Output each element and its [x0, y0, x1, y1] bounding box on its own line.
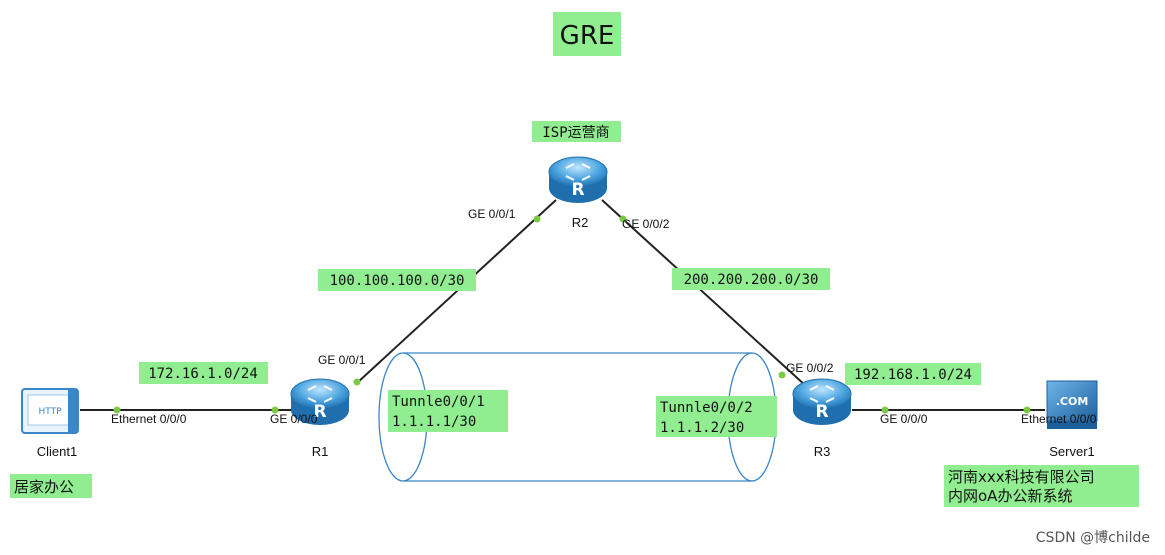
- router-icon: R: [548, 156, 608, 203]
- tunnel-left-iface: Tunnle0/0/1: [392, 394, 485, 410]
- router-r3[interactable]: R R3: [792, 378, 852, 459]
- port-label-r2-ge001: GE 0/0/1: [468, 207, 516, 221]
- router-r1[interactable]: R R1: [290, 378, 350, 459]
- port-dot-client: [113, 406, 121, 414]
- router-r2-name: R2: [572, 215, 589, 230]
- server-icon: .COM: [1046, 380, 1098, 429]
- client-name: Client1: [37, 444, 77, 459]
- router-icon: R: [290, 378, 350, 425]
- server-note-line1: 河南xxx科技有限公司: [948, 468, 1095, 486]
- label-server-note: 河南xxx科技有限公司 内网oA办公新系统: [944, 465, 1139, 507]
- port-label-r1-ge000: GE 0/0/0: [270, 412, 318, 426]
- port-dot-r2-ge001: [533, 215, 541, 223]
- router-r2[interactable]: R R2: [548, 156, 608, 230]
- label-isp: ISP运营商: [532, 121, 621, 142]
- label-client-note: 居家办公: [10, 474, 92, 498]
- port-label-r2-ge002: GE 0/0/2: [622, 217, 670, 231]
- port-dot-r2-ge002: [619, 215, 627, 223]
- router-icon: R: [792, 378, 852, 425]
- port-label-r3-ge000: GE 0/0/0: [880, 412, 928, 426]
- port-dot-r3-ge000: [881, 406, 889, 414]
- label-wan-right: 200.200.200.0/30: [672, 268, 830, 290]
- label-lan-left: 172.16.1.0/24: [139, 362, 268, 384]
- router-r1-name: R1: [312, 444, 329, 459]
- svg-text:居家办公: 居家办公: [14, 478, 74, 496]
- svg-text:200.200.200.0/30: 200.200.200.0/30: [684, 272, 819, 288]
- port-label-r1-ge001: GE 0/0/1: [318, 353, 366, 367]
- diagram-title: GRE: [560, 21, 615, 51]
- title-box: GRE: [553, 12, 621, 56]
- port-labels: Ethernet 0/0/0 GE 0/0/0 GE 0/0/1 GE 0/0/…: [111, 207, 1097, 426]
- port-label-r3-ge002: GE 0/0/2: [786, 361, 834, 375]
- port-label-client-eth: Ethernet 0/0/0: [111, 412, 187, 426]
- svg-text:HTTP: HTTP: [38, 407, 62, 417]
- port-dot-r1-ge001: [353, 378, 361, 386]
- port-label-server-eth: Ethernet 0/0/0: [1021, 412, 1097, 426]
- svg-text:ISP运营商: ISP运营商: [542, 125, 609, 141]
- label-lan-right: 192.168.1.0/24: [845, 363, 981, 385]
- svg-text:172.16.1.0/24: 172.16.1.0/24: [148, 366, 258, 382]
- server-name: Server1: [1049, 444, 1095, 459]
- server-note-line2: 内网oA办公新系统: [948, 487, 1072, 505]
- link-r2-r3[interactable]: [601, 199, 807, 387]
- svg-text:192.168.1.0/24: 192.168.1.0/24: [854, 367, 972, 383]
- watermark: CSDN @博childe: [1036, 529, 1150, 546]
- server-server1[interactable]: .COM Server1: [1046, 380, 1098, 459]
- port-dot-r3-ge002: [778, 371, 786, 379]
- port-dot-server: [1023, 406, 1031, 414]
- client-client1[interactable]: HTTP Client1: [21, 388, 79, 459]
- server-icon-text: .COM: [1056, 395, 1089, 408]
- tunnel-right-ip: 1.1.1.2/30: [660, 420, 744, 436]
- svg-text:R: R: [571, 180, 584, 200]
- svg-text:R: R: [815, 402, 828, 422]
- port-dots: [113, 215, 1031, 414]
- http-client-icon: HTTP: [21, 388, 79, 434]
- tunnel-left-ip: 1.1.1.1/30: [392, 414, 476, 430]
- svg-text:100.100.100.0/30: 100.100.100.0/30: [330, 273, 465, 289]
- label-tunnel-left: Tunnle0/0/1 1.1.1.1/30: [388, 390, 508, 432]
- label-wan-left: 100.100.100.0/30: [318, 269, 476, 291]
- tunnel-right-iface: Tunnle0/0/2: [660, 400, 753, 416]
- svg-text:R: R: [313, 402, 326, 422]
- port-dot-r1-ge000: [271, 406, 279, 414]
- label-tunnel-right: Tunnle0/0/2 1.1.1.2/30: [656, 396, 777, 437]
- router-r3-name: R3: [814, 444, 831, 459]
- link-r1-r2[interactable]: [356, 199, 557, 384]
